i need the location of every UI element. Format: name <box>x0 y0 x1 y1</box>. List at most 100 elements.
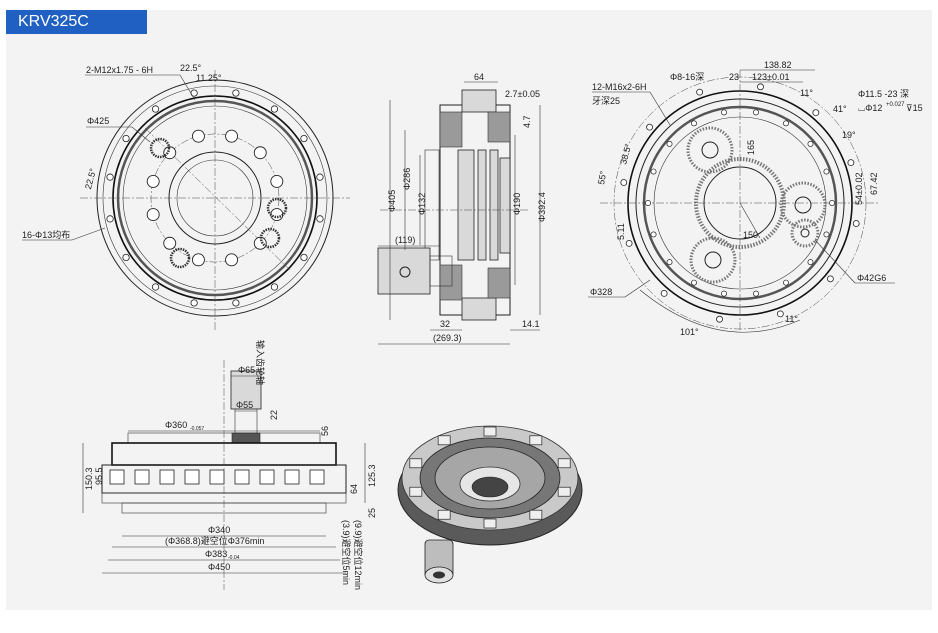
inner-bolt-hole <box>823 168 830 175</box>
back-view: 12-M16x2-6H 牙深25 Φ8-16深 23 138.82 123±0.… <box>588 60 923 337</box>
inner-bolt-hole <box>650 231 657 238</box>
tapped-hole <box>625 239 633 247</box>
iso-slot <box>437 509 451 520</box>
inner-hole <box>191 129 205 143</box>
inner-hole <box>191 253 205 267</box>
tapped-hole <box>716 315 723 323</box>
side-slot <box>259 469 275 485</box>
bolt-hole <box>106 173 114 181</box>
bolt-hole <box>190 299 198 307</box>
inner-hole <box>253 236 267 250</box>
top-width-label: 64 <box>474 72 484 82</box>
iso-slot <box>557 486 571 497</box>
side-slot <box>109 469 125 485</box>
tapped-hole <box>620 179 628 186</box>
inner-bolt-hole <box>829 200 835 206</box>
tolerance-label: 2.7±0.05 <box>505 89 540 99</box>
iso-slot <box>529 435 543 446</box>
angle11a-label: 11° <box>800 88 813 98</box>
dim150-label: 150 <box>743 230 758 240</box>
d450-label: Φ450 <box>208 562 230 572</box>
d405-label: Φ405 <box>387 190 397 212</box>
bolt-hole <box>232 299 240 307</box>
d340-label: Φ340 <box>208 525 230 535</box>
side-view: Φ65 Φ55 22 56 输入齿轮轴 Φ360 -0.057 150.3 95… <box>82 340 377 590</box>
bolt-hole <box>122 253 130 262</box>
inner-bolt-hole <box>666 140 673 147</box>
inner-bolt-hole <box>650 168 657 175</box>
h25-label: 25 <box>367 508 377 518</box>
inner-bolt-hole <box>753 109 759 116</box>
h955-label: 95.5 <box>94 467 104 485</box>
angle385-label: 38.5° <box>618 142 633 165</box>
bolt-hole <box>151 283 160 291</box>
inner-hole <box>163 146 177 160</box>
thread-label: 12-M16x2-6H <box>592 82 647 92</box>
d42g6-label: Φ42G6 <box>857 273 886 283</box>
inner-bolt-hole <box>753 290 759 297</box>
side-slot <box>234 469 250 485</box>
w119-label: (119) <box>395 235 415 245</box>
tapped-hole <box>852 220 860 227</box>
angle-c-label: 22.5° <box>83 167 98 190</box>
counterbore-tol-label: +0.027 <box>886 102 905 108</box>
inner-bolt-hole <box>721 290 727 297</box>
inner-hole <box>225 253 239 267</box>
bolt-hole <box>151 105 160 113</box>
tapped-hole <box>847 159 855 167</box>
inner-bolt-hole <box>666 259 673 266</box>
d65-label: Φ65 <box>238 365 255 375</box>
tapped-hole <box>660 289 668 297</box>
h1253-label: 125.3 <box>367 464 377 487</box>
bolt-hole <box>270 283 279 291</box>
bolt-hole <box>300 134 308 143</box>
inner-bolt-hole <box>691 120 697 127</box>
tapped-hole <box>757 83 764 91</box>
iso-slot <box>483 426 497 437</box>
side-label: 4.7 <box>522 115 532 128</box>
angle41-label: 41° <box>833 104 847 114</box>
thread-holes-label: 2-M12x1.75 - 6H <box>86 65 153 75</box>
pin-hole <box>259 227 281 249</box>
inner-bolt-hole <box>823 231 830 238</box>
d392-label: Φ392.4 <box>537 192 547 222</box>
tapped-hole <box>812 109 820 117</box>
d328-label: Φ328 <box>590 287 612 297</box>
tapped-hole <box>646 123 654 131</box>
input-gear-label: 输入齿轮轴 <box>255 340 266 385</box>
w14-label: 14.1 <box>522 319 540 329</box>
angle-b-label: 11.25° <box>196 73 222 83</box>
dim511-label: 5.11 <box>616 223 626 240</box>
pin-hole <box>149 137 171 159</box>
bolt-hole <box>106 215 114 223</box>
tapped-hole <box>826 275 834 283</box>
d360-label: Φ360 <box>165 420 187 430</box>
iso-slot <box>409 486 423 497</box>
inner-hole <box>163 236 177 250</box>
tapped-hole <box>696 88 704 96</box>
bolt-hole <box>232 89 240 97</box>
clearance-1-label: (3.9)避空位5min <box>341 520 352 585</box>
inner-bolt-hole <box>807 259 814 266</box>
iso-slot <box>437 435 451 446</box>
side-slot <box>209 469 225 485</box>
dim165-label: 165 <box>746 140 756 155</box>
side-slot <box>134 469 150 485</box>
front-annotations: 2-M12x1.75 - 6H 22.5° 11.25° Φ425 22.5° … <box>22 63 222 241</box>
counterbore-label: ⌴Φ12 <box>858 103 882 113</box>
d360-tol-label: -0.057 <box>190 426 204 432</box>
d132-label: Φ132 <box>417 193 427 215</box>
inner-bolt-hole <box>807 140 814 147</box>
iso-slot <box>529 509 543 520</box>
h1503-label: 150.3 <box>84 467 94 490</box>
back-annotations: 12-M16x2-6H 牙深25 Φ8-16深 23 138.82 123±0.… <box>588 60 923 337</box>
d383-label: Φ383 <box>205 549 227 559</box>
angle55-label: 55° <box>596 170 608 186</box>
tapped-hole <box>776 310 784 318</box>
isometric-render <box>397 425 583 584</box>
dim54-label: 54±0.02 <box>854 173 864 205</box>
side-slot <box>159 469 175 485</box>
clearance-2-label: (9.9)避空位12min <box>353 520 364 590</box>
